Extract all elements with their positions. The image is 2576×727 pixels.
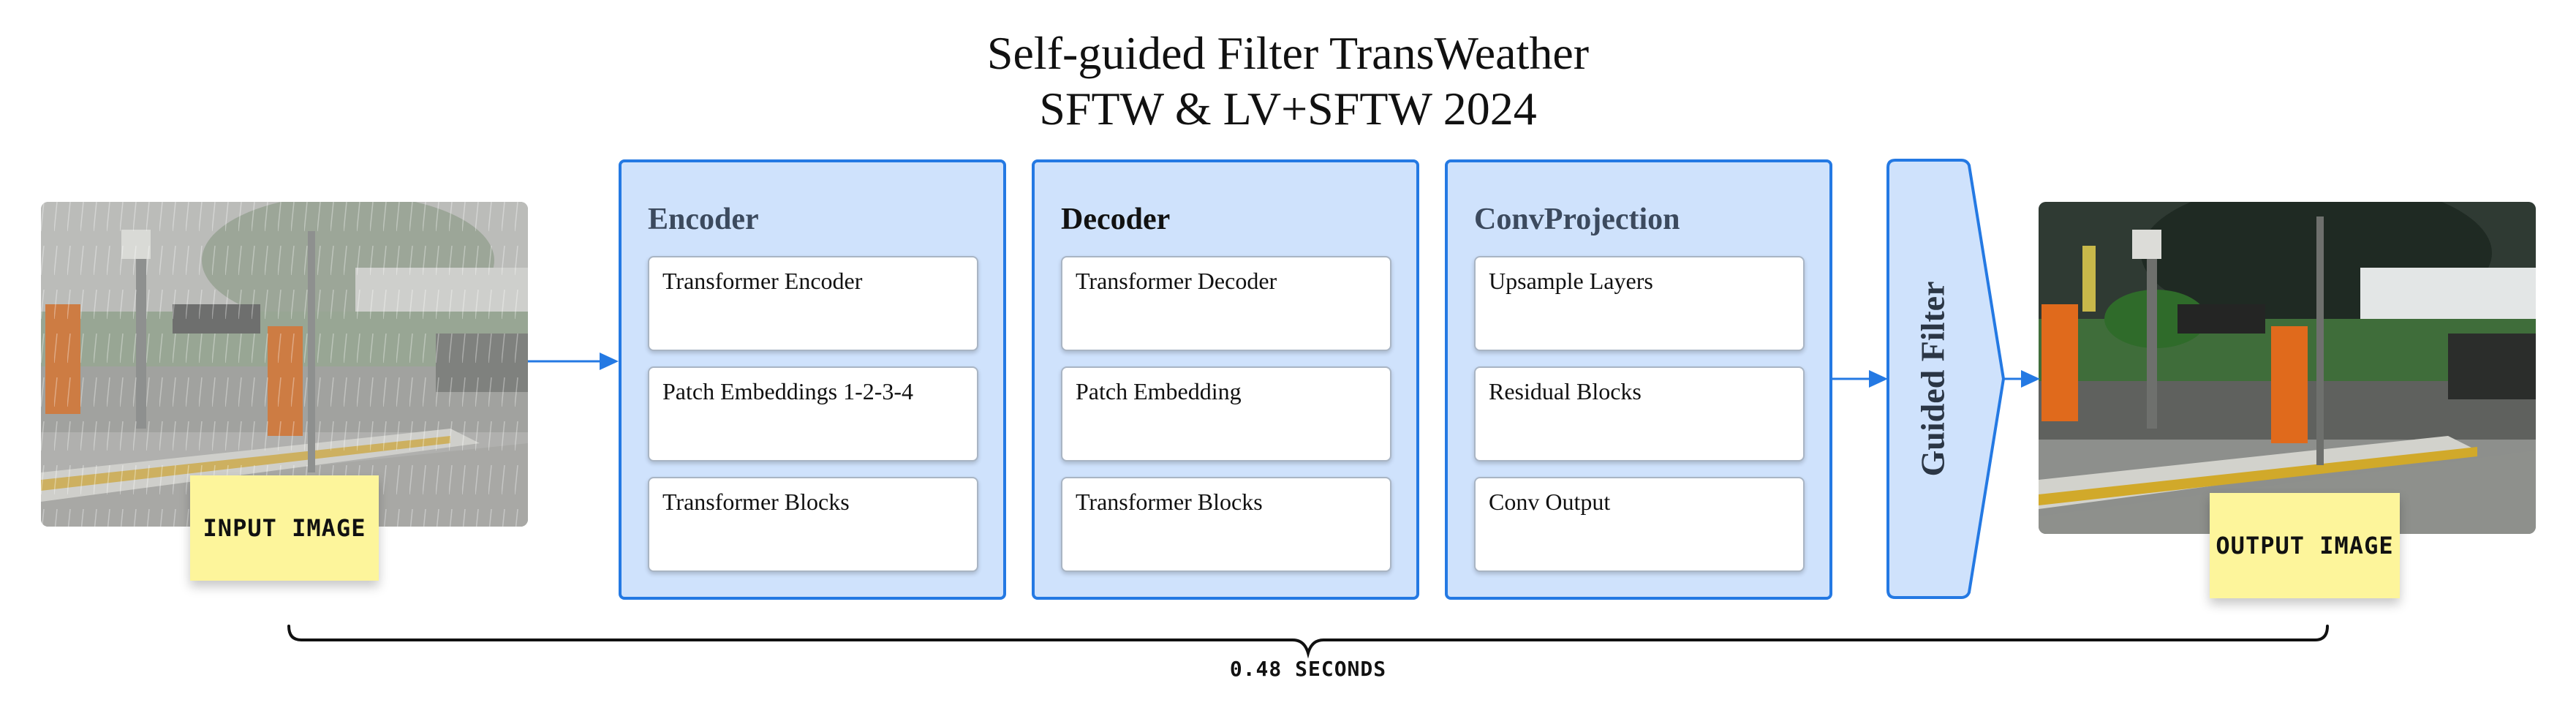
clear-scene-illustration	[2039, 202, 2536, 534]
convprojection-title: ConvProjection	[1474, 203, 1680, 236]
convprojection-block-upsample-layers: Upsample Layers	[1474, 256, 1805, 351]
convprojection-block-conv-output: Conv Output	[1474, 477, 1805, 572]
duration-brace	[287, 625, 2329, 659]
guided-filter-shape	[1886, 159, 2006, 599]
diagram-title: Self-guided Filter TransWeather	[986, 27, 1590, 79]
duration-label: 0.48 SECONDS	[1229, 657, 1387, 681]
convprojection-module: ConvProjection Upsample Layers Residual …	[1445, 159, 1832, 600]
input-image-sticky-note: INPUT IMAGE	[190, 475, 379, 581]
encoder-title: Encoder	[648, 203, 759, 236]
output-image	[2039, 202, 2536, 534]
convprojection-block-residual-blocks: Residual Blocks	[1474, 366, 1805, 462]
decoder-block-patch-embedding: Patch Embedding	[1061, 366, 1391, 462]
diagram-subtitle: SFTW & LV+SFTW 2024	[1039, 83, 1537, 135]
decoder-block-transformer-blocks: Transformer Blocks	[1061, 477, 1391, 572]
decoder-block-transformer-decoder: Transformer Decoder	[1061, 256, 1391, 351]
encoder-module: Encoder Transformer Encoder Patch Embedd…	[619, 159, 1006, 600]
output-image-sticky-note: OUTPUT IMAGE	[2210, 493, 2400, 598]
encoder-block-transformer-encoder: Transformer Encoder	[648, 256, 978, 351]
arrowhead-output	[2021, 370, 2040, 388]
encoder-block-patch-embeddings: Patch Embeddings 1-2-3-4	[648, 366, 978, 462]
arrowhead-encoder	[600, 353, 619, 370]
decoder-title: Decoder	[1061, 203, 1171, 236]
encoder-block-transformer-blocks: Transformer Blocks	[648, 477, 978, 572]
guided-filter-label: Guided Filter	[1914, 281, 1952, 477]
arrowhead-guided-filter	[1869, 370, 1888, 388]
decoder-module: Decoder Transformer Decoder Patch Embedd…	[1032, 159, 1419, 600]
